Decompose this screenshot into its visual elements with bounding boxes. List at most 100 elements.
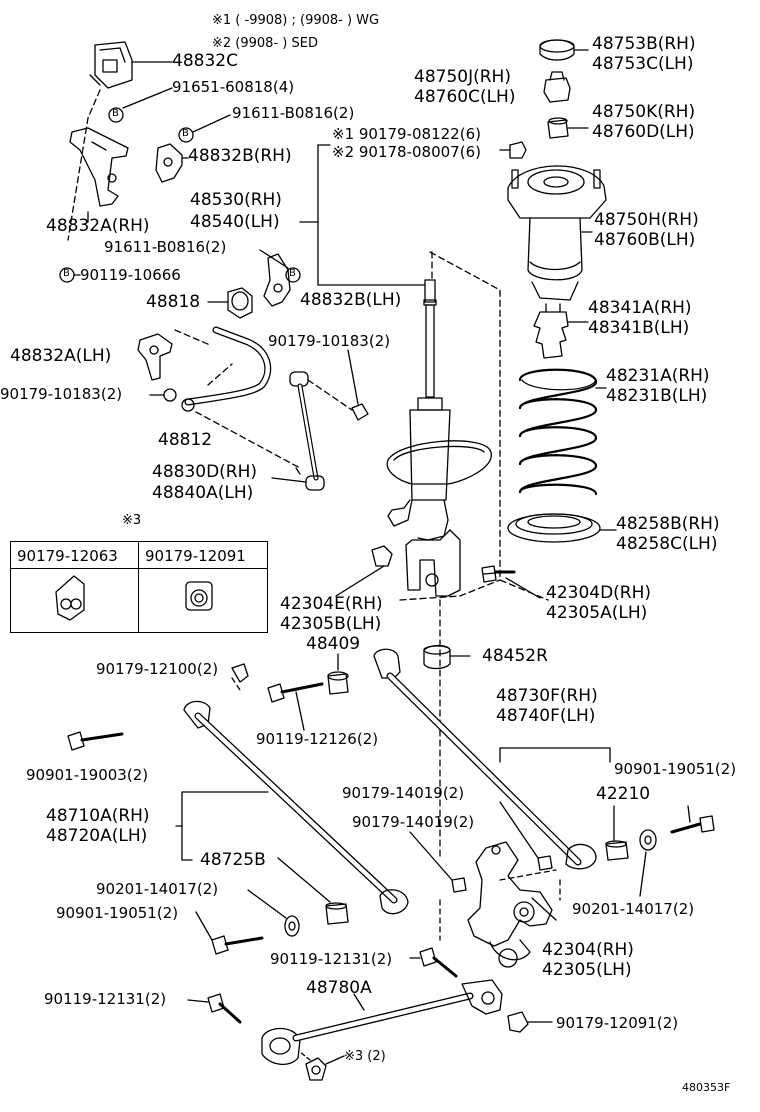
- label-42305B: 42305B(LH): [280, 614, 382, 634]
- label-48760D: 48760D(LH): [592, 122, 695, 142]
- bracket-48832B-rh: [155, 143, 183, 183]
- label-48753B: 48753B(RH): [592, 34, 696, 54]
- nut-90179-08122: [509, 141, 527, 159]
- washer-90201-14017-left: [284, 915, 300, 937]
- label-48832B-rh: 48832B(RH): [188, 146, 292, 166]
- cap-48753B: [539, 39, 575, 61]
- stabilizer-bar-48812: [181, 326, 272, 412]
- label-90179-12100: 90179-12100(2): [96, 660, 219, 678]
- label-42305: 42305(LH): [542, 960, 632, 980]
- coil-spring-48231A: [518, 368, 598, 496]
- nut-48750J: [543, 71, 571, 103]
- table-part-90179-12063: 90179-12063: [17, 547, 118, 565]
- label-90179-08122: ※1 90179-08122(6): [332, 125, 481, 143]
- callout-b-2: B: [182, 128, 189, 139]
- bolt-90901-19051-right: [670, 815, 715, 834]
- label-48832A-lh: 48832A(LH): [10, 346, 112, 366]
- label-48341B: 48341B(LH): [588, 318, 690, 338]
- label-42304: 42304(RH): [542, 940, 634, 960]
- label-90119-12131-lower: 90119-12131(2): [44, 990, 167, 1008]
- label-x3-2: ※3 (2): [344, 1049, 386, 1064]
- label-90179-10183-right: 90179-10183(2): [268, 332, 391, 350]
- label-48341A: 48341A(RH): [588, 298, 692, 318]
- bumper-48341A: [533, 303, 569, 359]
- upper-mount-48750H: [507, 165, 607, 301]
- label-42305A: 42305A(LH): [546, 603, 648, 623]
- bushing-48818: [227, 287, 253, 319]
- label-48710A: 48710A(RH): [46, 806, 150, 826]
- table-part-90179-12063-drawing: [55, 575, 85, 621]
- bolt-42304D: [481, 565, 516, 583]
- bracket-48832A-lh: [137, 333, 173, 381]
- label-48760C: 48760C(LH): [414, 87, 516, 107]
- label-48730F: 48730F(RH): [496, 686, 598, 706]
- label-42304E: 42304E(RH): [280, 594, 383, 614]
- bracket-48832A-rh: [69, 127, 129, 207]
- label-48832C: 48832C: [172, 51, 238, 71]
- label-48780A: 48780A: [306, 978, 372, 998]
- bushing-48409: [327, 671, 349, 695]
- label-48840A: 48840A(LH): [152, 483, 254, 503]
- label-48231B: 48231B(LH): [606, 386, 708, 406]
- table-header-col1: 90179-12063: [11, 542, 139, 569]
- label-48540: 48540(LH): [190, 212, 280, 232]
- figure-id: 480353F: [682, 1081, 731, 1094]
- label-48750J: 48750J(RH): [414, 67, 511, 87]
- bolt-b-callout-1: [108, 107, 124, 123]
- label-48720A: 48720A(LH): [46, 826, 148, 846]
- knuckle-42304: [467, 841, 553, 968]
- label-90201-14017-right: 90201-14017(2): [572, 900, 695, 918]
- table-divider: [138, 568, 139, 632]
- nut-90179-12100: [231, 663, 249, 683]
- bushing-48452R: [423, 644, 451, 670]
- label-48530: 48530(RH): [190, 190, 282, 210]
- label-90179-10183-left: 90179-10183(2): [0, 385, 123, 403]
- label-42210: 42210: [596, 784, 651, 804]
- bushing-48725B: [325, 902, 349, 925]
- table-part-90179-12091-drawing: [185, 581, 213, 611]
- label-48812: 48812: [158, 430, 213, 450]
- bracket-48832B-lh: [263, 253, 291, 307]
- label-48452R: 48452R: [482, 646, 548, 666]
- callout-b-1: B: [112, 108, 119, 119]
- label-90119-12126: 90119-12126(2): [256, 730, 379, 748]
- nut-90179-10183-left: [163, 388, 177, 402]
- label-48409: 48409: [306, 634, 361, 654]
- label-91651: 91651-60818(4): [172, 78, 295, 96]
- label-90178-08007: ※2 90178-08007(6): [332, 143, 481, 161]
- label-48753C: 48753C(LH): [592, 54, 694, 74]
- label-48258B: 48258B(RH): [616, 514, 720, 534]
- label-48830D: 48830D(RH): [152, 462, 258, 482]
- nut-90179-14019-b: [451, 877, 467, 893]
- bolt-90119-12131-upper: [419, 947, 458, 978]
- part-x3-bottom: [305, 1057, 327, 1081]
- arm-48710A: [183, 700, 409, 915]
- label-48832A-rh: 48832A(RH): [46, 216, 150, 236]
- note-1: ※1 ( -9908) ; (9908- ) WG: [212, 13, 380, 28]
- label-48750K: 48750K(RH): [592, 102, 696, 122]
- nut-90179-12091: [507, 1011, 529, 1033]
- table-part-90179-12091: 90179-12091: [145, 547, 246, 565]
- label-48740F: 48740F(LH): [496, 706, 596, 726]
- nut-42304E: [371, 545, 393, 567]
- label-48231A: 48231A(RH): [606, 366, 710, 386]
- note-3: ※3: [122, 513, 142, 528]
- label-90901-19051-right: 90901-19051(2): [614, 760, 737, 778]
- label-91611-a: 91611-B0816(2): [232, 104, 355, 122]
- label-90119-10666: 90119-10666: [80, 266, 181, 284]
- nut-90179-10183-right: [351, 403, 369, 421]
- arm-48780A: [261, 979, 503, 1065]
- bolt-90901-19003: [67, 731, 124, 751]
- bushing-48750K: [547, 117, 569, 139]
- label-48258C: 48258C(LH): [616, 534, 718, 554]
- bolt-90119-12131-lower: [207, 993, 242, 1024]
- bolt-90119-12126: [267, 682, 324, 703]
- note-2: ※2 (9908- ) SED: [212, 36, 318, 51]
- label-90179-14019-b: 90179-14019(2): [352, 813, 475, 831]
- washer-90201-14017-right: [639, 829, 657, 851]
- label-48750H: 48750H(RH): [594, 210, 699, 230]
- label-90201-14017-left: 90201-14017(2): [96, 880, 219, 898]
- bolt-b-callout-4: [285, 267, 301, 283]
- label-90179-14019-a: 90179-14019(2): [342, 784, 465, 802]
